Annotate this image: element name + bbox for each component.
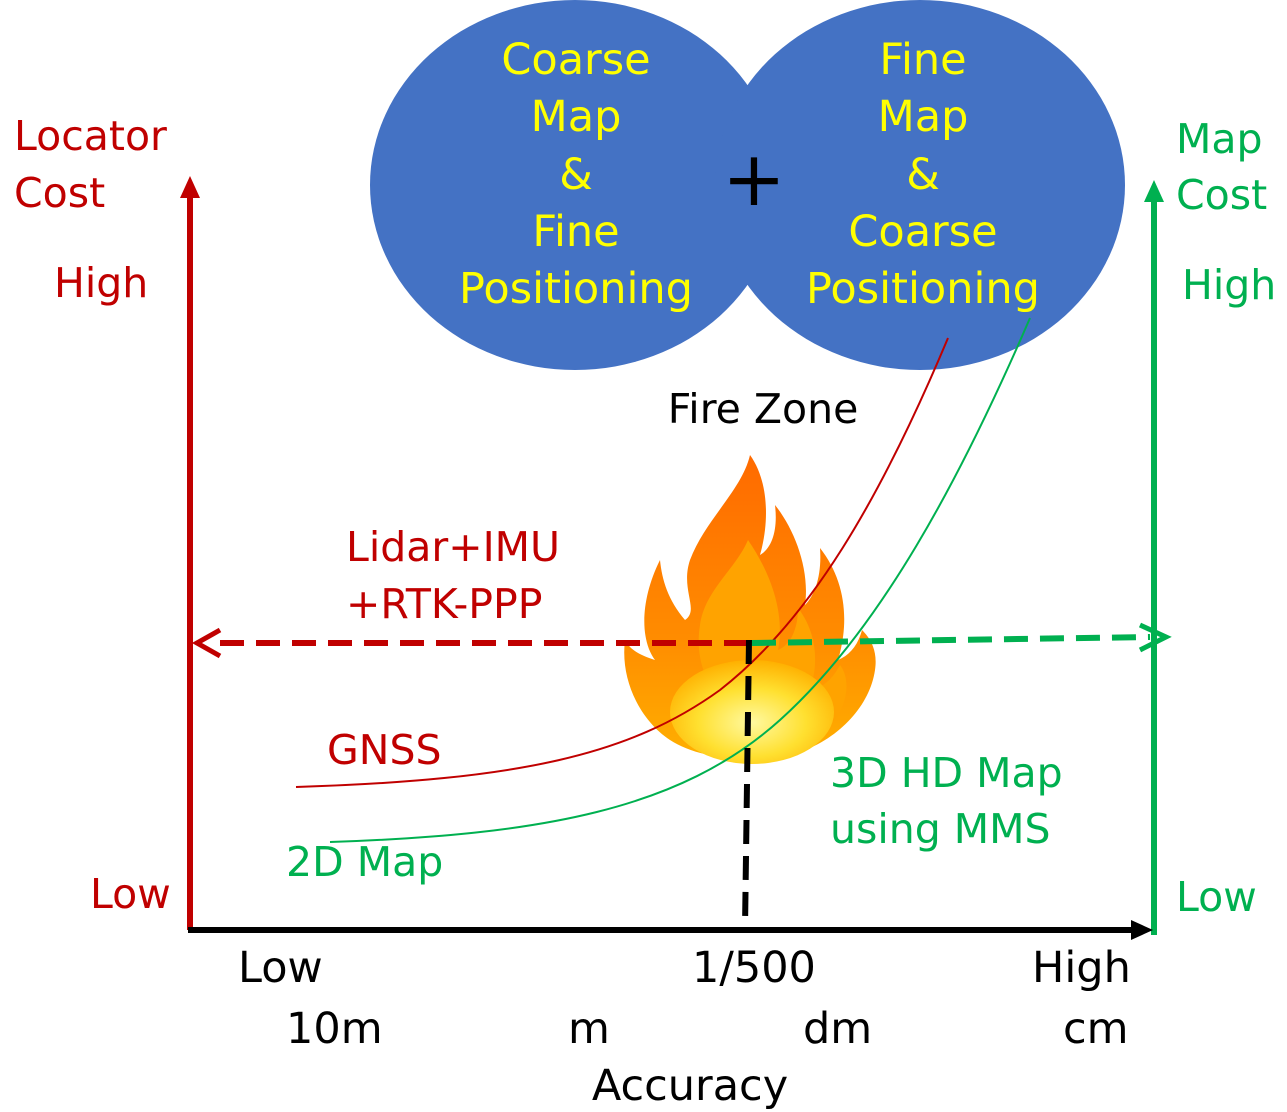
fire-zone-label: Fire Zone [668,385,859,433]
locator-low-label: Low [90,870,171,918]
map-axis-title-2: Cost [1176,171,1267,219]
locator-axis-title-1: Locator [14,112,167,160]
accuracy-guide [742,639,752,929]
locator-axis-arrowhead [180,176,200,198]
tick-m: m [568,1004,610,1054]
accuracy-axis-arrowhead [1131,920,1153,940]
map-axis-title-1: Map [1176,115,1263,163]
right-ellipse-line-3: & [906,150,940,200]
right-ellipse-text: Fine Map & Coarse Positioning [806,35,1040,314]
right-ellipse-line-5: Positioning [806,264,1040,314]
tick-10m: 10m [286,1004,383,1054]
locator-guide-arrowhead [191,627,222,659]
map-axis-arrowhead [1144,180,1164,202]
locator-axis-title-2: Cost [14,169,105,217]
left-ellipse-line-3: & [559,150,593,200]
map-high-label: High [1182,261,1276,309]
fire-icon [624,455,876,764]
accuracy-low-label: Low [238,943,323,993]
locator-high-label: High [54,259,148,307]
coarse-map-ellipse [370,0,780,370]
lidar-label-line-2: +RTK-PPP [346,580,542,628]
accuracy-axis-title: Accuracy [592,1061,788,1111]
tick-dm: dm [803,1004,872,1054]
left-ellipse-line-5: Positioning [459,264,693,314]
map-cost-guide [751,634,1151,646]
lidar-label-line-1: Lidar+IMU [346,523,560,571]
accuracy-high-label: High [1032,943,1131,993]
tick-cm: cm [1063,1004,1129,1054]
map-cost-curve [329,317,1031,843]
right-ellipse-line-2: Map [878,92,969,142]
left-ellipse-text: Coarse Map & Fine Positioning [459,35,693,314]
fine-map-ellipse [715,0,1125,370]
map-2d-label: 2D Map [286,838,443,886]
accuracy-mid-label: 1/500 [692,943,816,993]
locator-cost-curve [295,337,949,788]
right-ellipse-line-1: Fine [879,35,966,85]
right-ellipse-line-4: Coarse [848,207,997,257]
map-guide-arrowhead [1138,622,1172,653]
hd-map-label-line-2: using MMS [830,805,1051,853]
map-low-label: Low [1176,873,1257,921]
plus-symbol: + [722,134,786,223]
left-ellipse-line-2: Map [531,92,622,142]
hd-map-label-line-1: 3D HD Map [830,749,1063,797]
left-ellipse-line-4: Fine [532,207,619,257]
gnss-label: GNSS [327,726,442,774]
left-ellipse-line-1: Coarse [501,35,650,85]
